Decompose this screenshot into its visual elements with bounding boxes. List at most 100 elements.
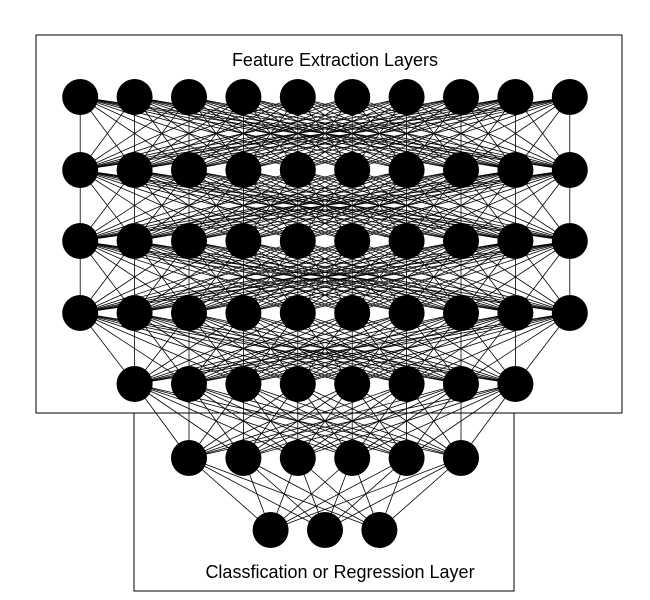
connection-l6-n1-to-n1 bbox=[188, 457, 271, 531]
neuron-layer2-9 bbox=[497, 152, 534, 188]
neuron-layer2-4 bbox=[225, 152, 262, 188]
neuron-layer1-10 bbox=[551, 79, 588, 115]
neuron-layer6-5 bbox=[388, 440, 425, 476]
neuron-layer3-3 bbox=[171, 223, 207, 259]
classification-box bbox=[133, 412, 515, 592]
connection-l1-n10-to-n7 bbox=[406, 96, 570, 171]
connection-l2-n10-to-n8 bbox=[460, 169, 571, 242]
connection-l6-n6-to-n1 bbox=[270, 457, 462, 531]
neuron-layer4-9 bbox=[497, 295, 534, 331]
connection-l3-n10-to-n6 bbox=[352, 240, 570, 314]
connections bbox=[79, 96, 571, 531]
neuron-layer1-1 bbox=[62, 79, 99, 115]
connection-l2-n10-to-n1 bbox=[80, 169, 570, 242]
connection-l6-n4-to-n1 bbox=[270, 457, 353, 531]
neuron-layer3-7 bbox=[388, 223, 425, 259]
connection-l5-n8-to-n4 bbox=[352, 383, 516, 459]
neuron-layer2-2 bbox=[116, 152, 153, 188]
neuron-layer5-7 bbox=[443, 366, 479, 402]
neuron-layer5-2 bbox=[171, 366, 207, 402]
neuron-layer5-1 bbox=[116, 366, 153, 402]
neuron-layer4-10 bbox=[551, 295, 588, 331]
neuron-layer7-1 bbox=[252, 512, 289, 548]
neuron-layer2-5 bbox=[279, 152, 316, 188]
connection-l5-n4-to-n1 bbox=[188, 383, 299, 459]
connection-l6-n5-to-n1 bbox=[270, 457, 407, 531]
neuron-layer4-4 bbox=[225, 295, 262, 331]
connection-l6-n6-to-n3 bbox=[379, 457, 462, 531]
connection-l1-n10-to-n6 bbox=[352, 96, 570, 171]
neuron-layer4-6 bbox=[334, 295, 371, 331]
neuron-layer4-5 bbox=[279, 295, 316, 331]
neuron-layer4-1 bbox=[62, 295, 99, 331]
connection-l5-n8-to-n5 bbox=[406, 383, 516, 459]
connection-l5-n6-to-n1 bbox=[188, 383, 407, 459]
connection-l1-n10-to-n8 bbox=[460, 96, 571, 171]
neuron-layer3-1 bbox=[62, 223, 99, 259]
neuron-layer6-2 bbox=[225, 440, 262, 476]
connection-l4-n10-to-n6 bbox=[406, 312, 570, 385]
connection-l3-n5-to-n1 bbox=[80, 240, 298, 314]
neuron-layer4-3 bbox=[171, 295, 207, 331]
neuron-layer1-2 bbox=[116, 79, 153, 115]
neuron-layer2-6 bbox=[334, 152, 371, 188]
connection-l4-n10-to-n1 bbox=[134, 312, 570, 385]
connection-l1-n5-to-n1 bbox=[80, 96, 298, 171]
connection-l1-n3-to-n1 bbox=[79, 96, 190, 171]
connection-l3-n10-to-n1 bbox=[80, 240, 570, 314]
connection-l1-n10-to-n2 bbox=[134, 96, 570, 171]
neuron-layer2-3 bbox=[171, 152, 207, 188]
connection-l2-n5-to-n1 bbox=[80, 169, 298, 242]
connection-l1-n10-to-n1 bbox=[80, 96, 570, 171]
connection-l1-n9-to-n1 bbox=[80, 96, 516, 171]
connection-l4-n10-to-n5 bbox=[352, 312, 570, 385]
neuron-layer4-8 bbox=[443, 295, 479, 331]
neuron-layer5-3 bbox=[225, 366, 262, 402]
connection-l4-n5-to-n1 bbox=[134, 312, 298, 385]
connection-l3-n9-to-n1 bbox=[80, 240, 516, 314]
neuron-layer3-9 bbox=[497, 223, 534, 259]
neuron-layer3-2 bbox=[116, 223, 153, 259]
connection-l5-n8-to-n3 bbox=[297, 383, 516, 459]
connection-l3-n10-to-n8 bbox=[460, 240, 571, 314]
neuron-layer6-3 bbox=[279, 440, 316, 476]
connection-l2-n4-to-n1 bbox=[80, 169, 244, 242]
neuron-layer1-3 bbox=[171, 79, 207, 115]
connection-l1-n4-to-n1 bbox=[80, 96, 244, 171]
neuron-layer5-4 bbox=[279, 366, 316, 402]
neuron-layer3-10 bbox=[551, 223, 588, 259]
neuron-layer4-2 bbox=[116, 295, 153, 331]
neuron-layer1-9 bbox=[497, 79, 534, 115]
neuron-layer4-7 bbox=[388, 295, 425, 331]
connection-l4-n4-to-n1 bbox=[134, 312, 244, 385]
neuron-layer6-1 bbox=[171, 440, 207, 476]
feature-extraction-label: Feature Extraction Layers bbox=[232, 50, 438, 70]
neuron-layer7-2 bbox=[307, 512, 343, 548]
connection-l3-n10-to-n2 bbox=[134, 240, 570, 314]
neuron-layer1-8 bbox=[443, 79, 479, 115]
neuron-layer1-4 bbox=[225, 79, 262, 115]
connection-l2-n3-to-n1 bbox=[79, 169, 190, 242]
neuron-layer3-5 bbox=[279, 223, 316, 259]
connection-l3-n4-to-n1 bbox=[80, 240, 244, 314]
connection-l3-n3-to-n1 bbox=[79, 240, 190, 314]
neuron-layer5-8 bbox=[497, 366, 534, 402]
connection-l4-n6-to-n1 bbox=[134, 312, 353, 385]
connection-l2-n10-to-n6 bbox=[352, 169, 570, 242]
neuron-layer3-8 bbox=[443, 223, 479, 259]
connection-l4-n10-to-n7 bbox=[460, 312, 571, 385]
neuron-layer2-7 bbox=[388, 152, 425, 188]
connection-l3-n10-to-n7 bbox=[406, 240, 570, 314]
neuron-layer5-6 bbox=[388, 366, 425, 402]
connection-l6-n6-to-n2 bbox=[324, 457, 462, 531]
connection-l2-n10-to-n7 bbox=[406, 169, 570, 242]
neuron-layer3-6 bbox=[334, 223, 371, 259]
connection-l2-n9-to-n1 bbox=[80, 169, 516, 242]
neuron-layer3-4 bbox=[225, 223, 262, 259]
neuron-layer1-6 bbox=[334, 79, 371, 115]
neuron-layer6-4 bbox=[334, 440, 371, 476]
neuron-layer2-1 bbox=[62, 152, 99, 188]
neuron-layer7-3 bbox=[361, 512, 398, 548]
neuron-layer2-8 bbox=[443, 152, 479, 188]
